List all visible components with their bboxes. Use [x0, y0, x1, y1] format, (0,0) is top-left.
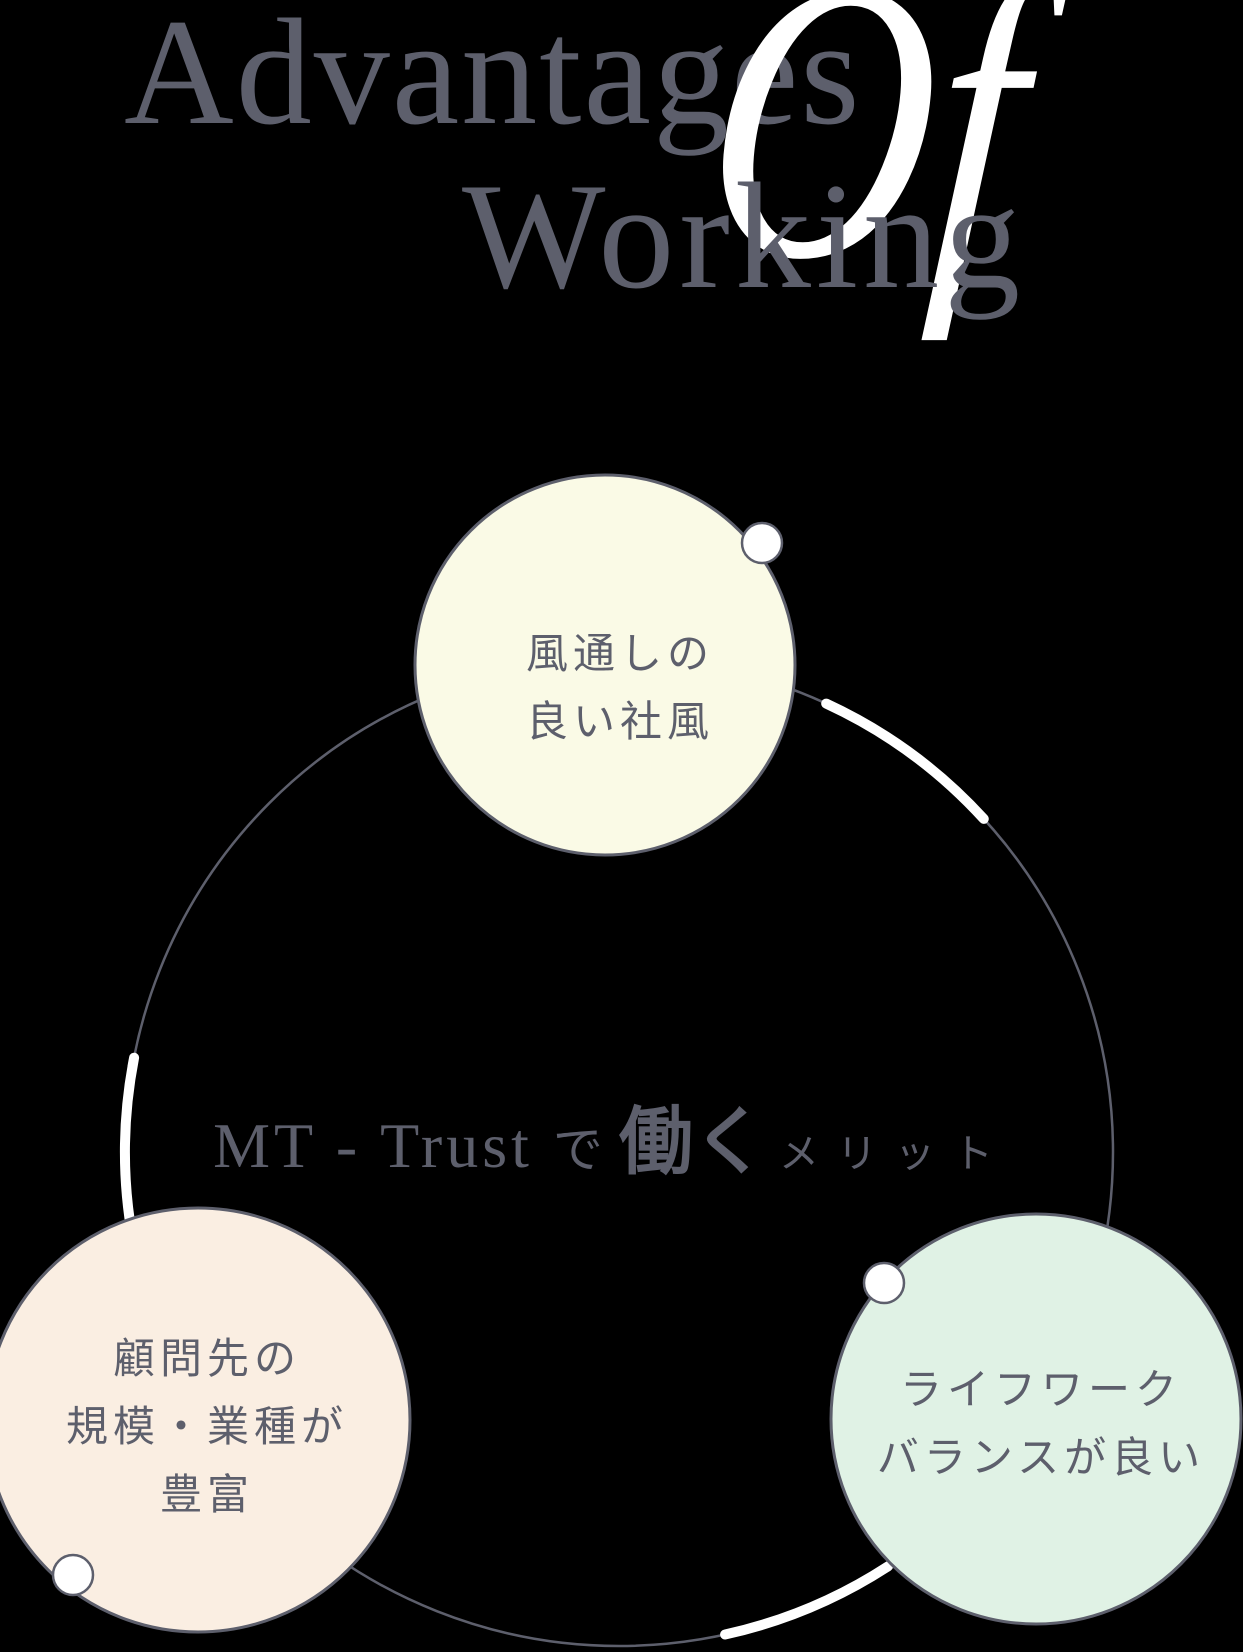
bubble-label-line: 良い社風 [525, 698, 715, 745]
bubble-label-line: 風通しの [525, 630, 715, 677]
bubble-label-line: 豊富 [159, 1471, 255, 1518]
center-caption-verb: 働く [618, 1102, 767, 1184]
bubble-diverse-clients-label: 顧問先の 規模・業種が 豊富 [66, 1325, 348, 1529]
center-caption-company: MT - Trust [213, 1110, 533, 1181]
bubble-label-line: 規模・業種が [65, 1403, 349, 1450]
ring-dot-top [740, 521, 784, 565]
bubble-label-line: ライフワーク [899, 1366, 1183, 1413]
ring-highlight-arc-bottom [720, 1561, 894, 1640]
center-caption: MT - Trust で 働く メリット [213, 1106, 1011, 1180]
bubble-diverse-clients-circle [0, 1206, 412, 1634]
title-advantages: Advantages [124, 0, 862, 156]
ring-dot-bottom-right [862, 1261, 906, 1305]
bubble-life-work-balance-circle [829, 1212, 1243, 1626]
bubble-label-line: バランスが良い [876, 1434, 1206, 1481]
ring-dot-bottom-left [51, 1553, 95, 1597]
center-caption-suffix: メリット [778, 1131, 1011, 1176]
bubble-open-culture-label: 風通しの 良い社風 [526, 620, 714, 756]
ring-highlight-arc-top-right [821, 698, 989, 824]
title-working: Working [462, 152, 1026, 320]
bubble-life-work-balance-label: ライフワーク バランスが良い [877, 1356, 1205, 1492]
bubble-label-line: 顧問先の [112, 1335, 302, 1382]
center-caption-particle: で [552, 1122, 603, 1178]
bubble-open-culture-circle [413, 473, 797, 857]
